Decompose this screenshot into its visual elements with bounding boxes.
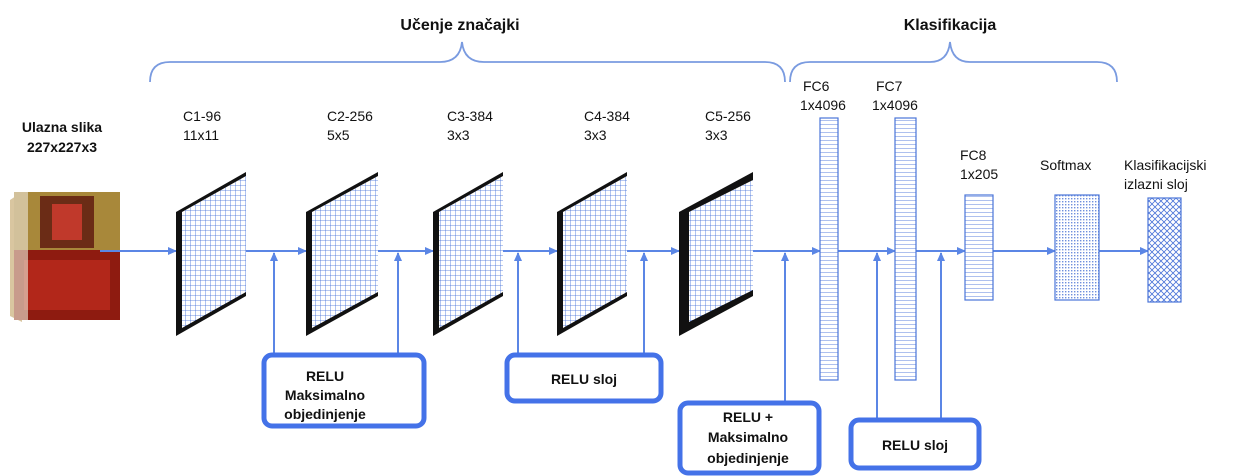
fc6-layer (819, 117, 839, 381)
fc-size: 1x205 (960, 166, 998, 182)
box-line: objedinjenje (707, 450, 789, 466)
conv-layer-3 (433, 172, 503, 336)
relu-maxpool-box-2: RELU + Maksimalno objedinjenje (677, 400, 822, 476)
box-line: RELU sloj (551, 371, 617, 387)
fc-size: 1x4096 (800, 97, 846, 113)
conv-layer-4 (557, 172, 627, 336)
softmax-label: Softmax (1040, 157, 1091, 173)
box-line: Maksimalno (708, 429, 788, 445)
fc-name: FC7 (876, 78, 903, 94)
conv-kernel: 3x3 (705, 127, 728, 143)
output-label-line1: Klasifikacijski (1124, 157, 1206, 173)
box-line: RELU sloj (882, 437, 948, 453)
relu-maxpool-box-1: RELU Maksimalno objedinjenje (261, 352, 427, 429)
fc-name: FC8 (960, 147, 987, 163)
conv-kernel: 3x3 (447, 127, 470, 143)
conv-name: C5-256 (705, 108, 751, 124)
box-line: objedinjenje (284, 406, 366, 422)
output-layer (1147, 197, 1182, 303)
conv-name: C1-96 (183, 108, 221, 124)
box-line: RELU (306, 368, 344, 384)
conv-layer-5 (679, 172, 753, 336)
box-line: Maksimalno (285, 387, 365, 403)
connector-arrows (270, 252, 945, 420)
relu-box-1: RELU sloj (504, 352, 664, 404)
conv-layer-1 (176, 172, 246, 336)
input-image (10, 192, 120, 322)
fc7-layer (894, 117, 917, 381)
classification-bracket (789, 41, 1118, 83)
header-feature-learning: Učenje značajki (400, 17, 519, 34)
conv-kernel: 11x11 (183, 127, 219, 143)
conv-kernel: 5x5 (327, 127, 350, 143)
conv-kernel: 3x3 (584, 127, 607, 143)
conv-layer-2 (306, 172, 378, 336)
conv-name: C4-384 (584, 108, 630, 124)
fc-name: FC6 (803, 78, 830, 94)
softmax-layer (1054, 194, 1100, 301)
conv-name: C3-384 (447, 108, 493, 124)
conv-name: C2-256 (327, 108, 373, 124)
conv-labels: C1-96 11x11 C2-256 5x5 C3-384 3x3 C4-384… (183, 108, 751, 143)
relu-box-2: RELU sloj (848, 417, 982, 471)
fc-labels: FC6 1x4096 FC7 1x4096 FC8 1x205 Softmax … (800, 78, 1206, 192)
input-title: Ulazna slika (22, 119, 102, 135)
feature-learning-bracket (149, 41, 786, 83)
input-size: 227x227x3 (27, 139, 97, 155)
fc8-layer (964, 194, 994, 301)
box-line: RELU + (723, 409, 773, 425)
fc-size: 1x4096 (872, 97, 918, 113)
output-label-line2: izlazni sloj (1124, 176, 1188, 192)
header-classification: Klasifikacija (904, 17, 997, 34)
